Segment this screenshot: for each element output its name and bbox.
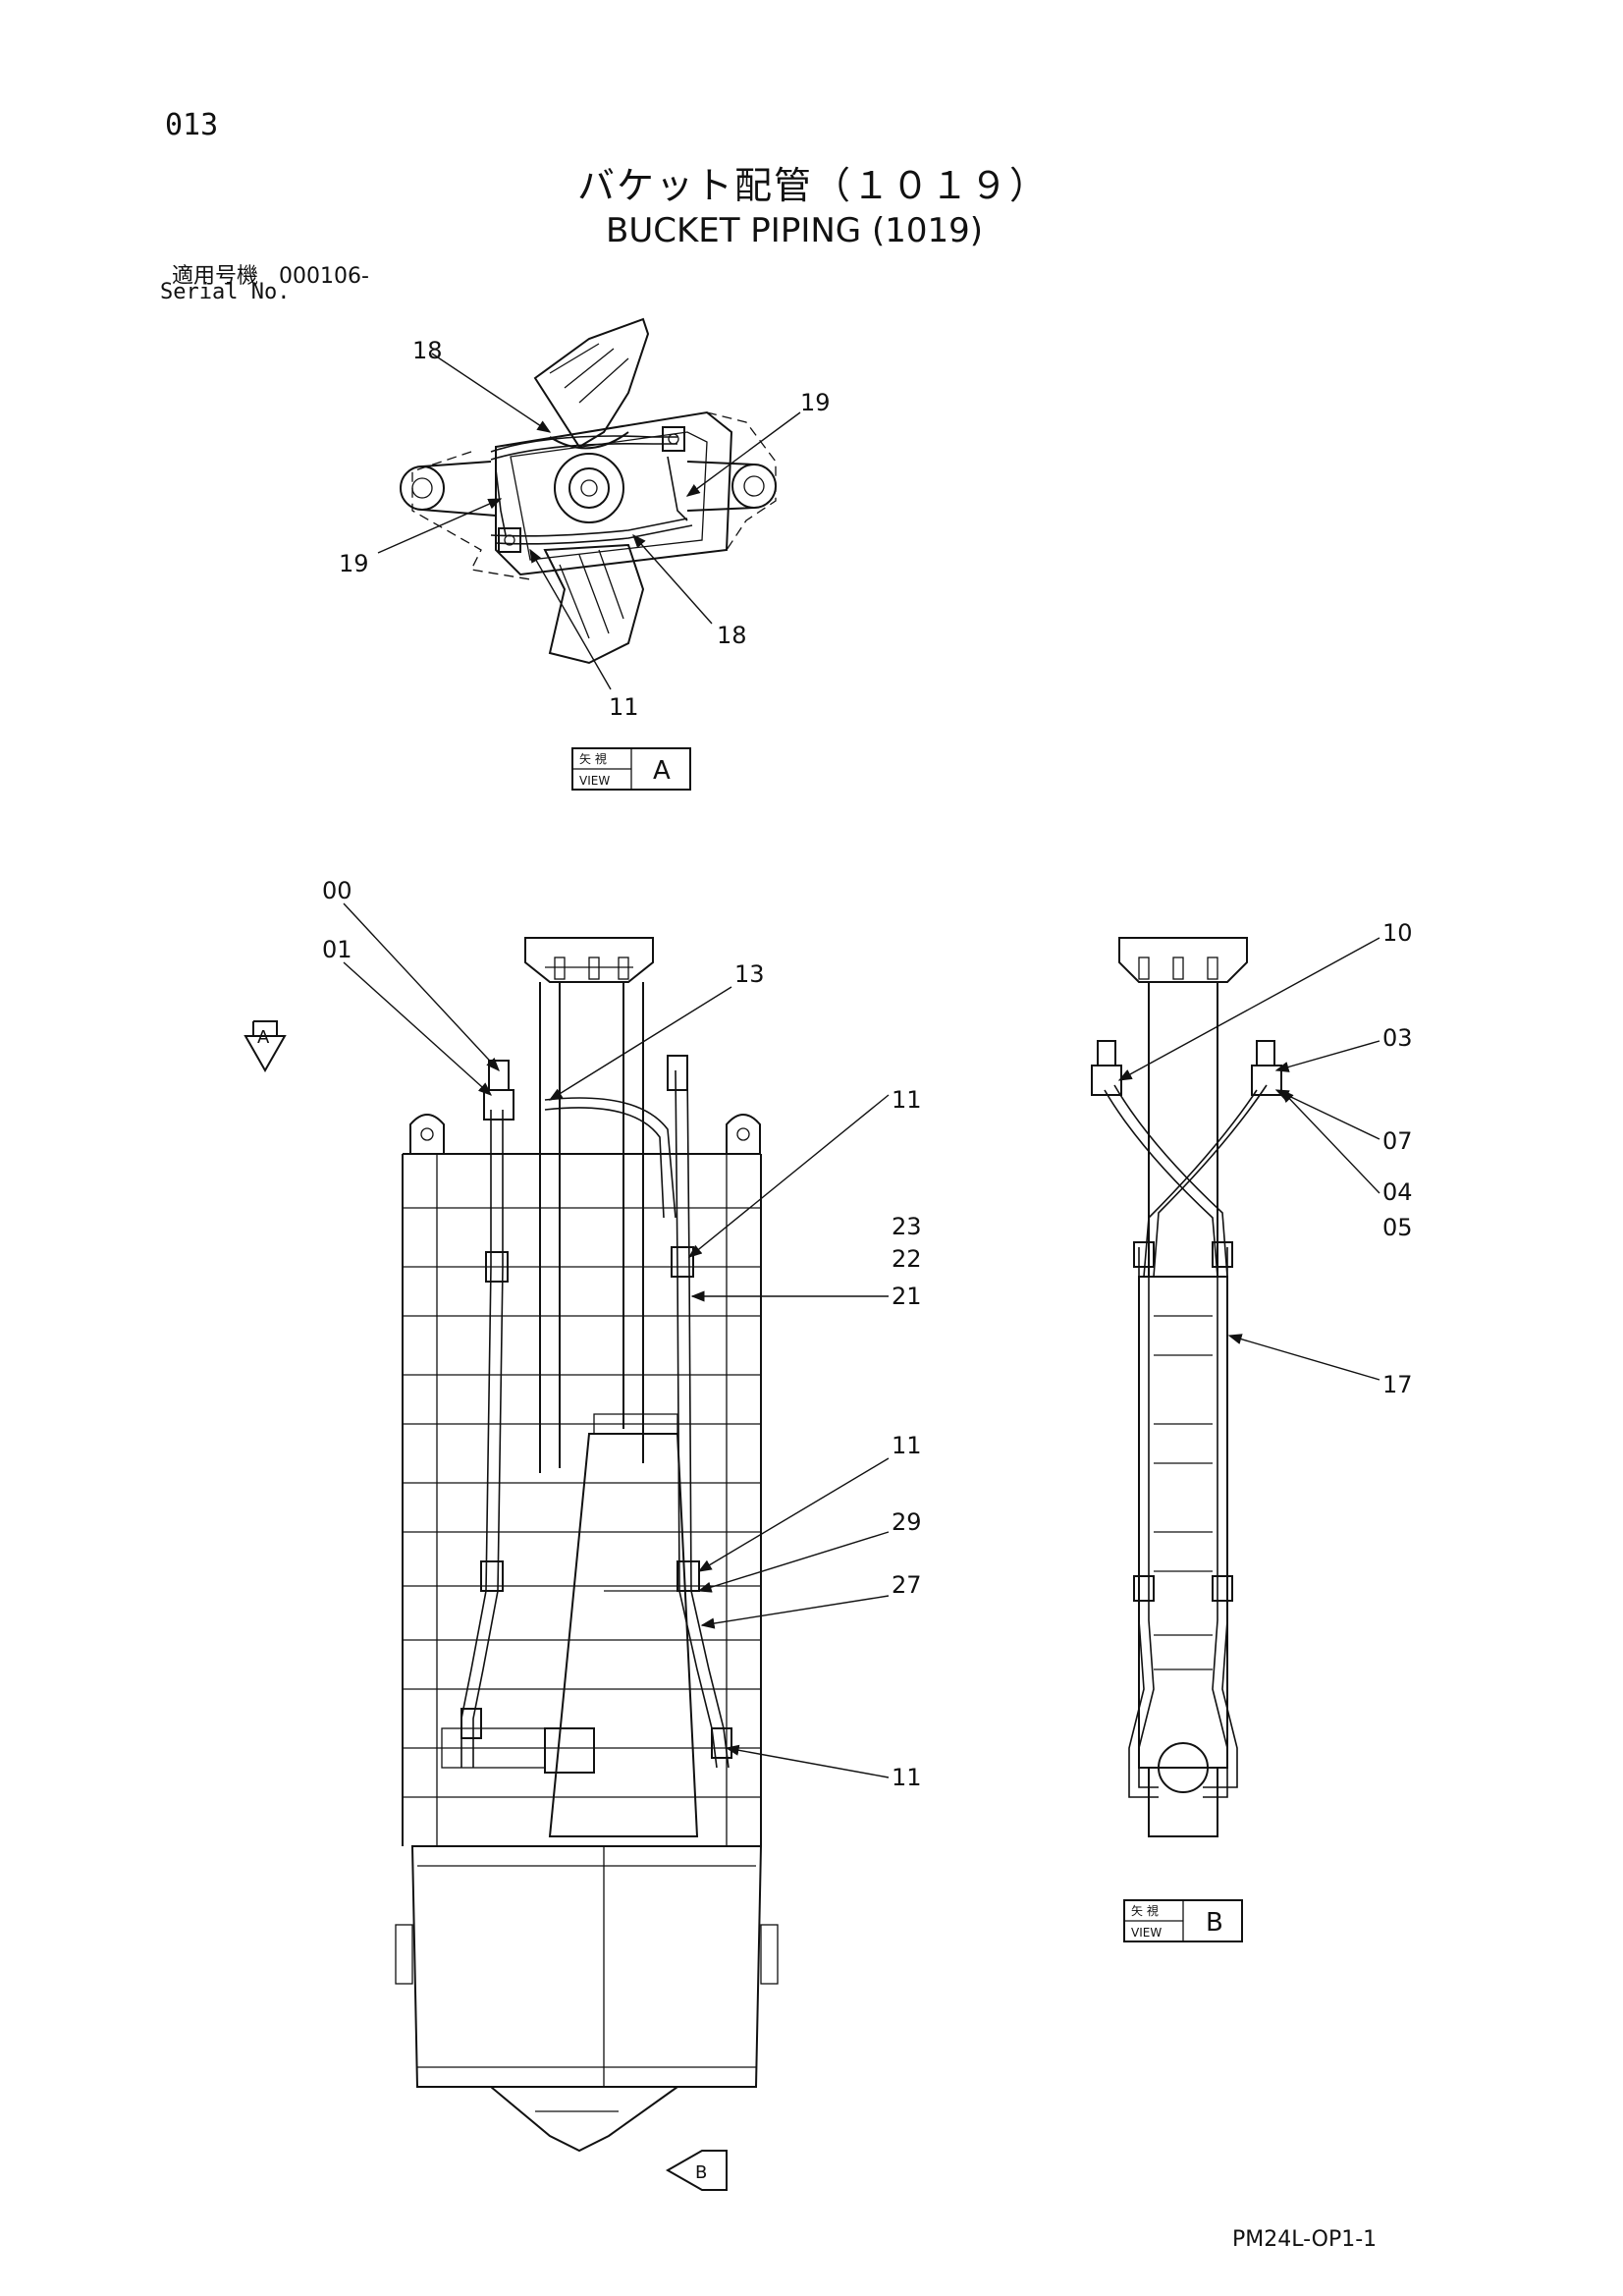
callout-11-front-3: 11 xyxy=(892,1764,922,1791)
page-title-japanese: バケット配管（１０１９） xyxy=(577,164,1050,207)
page-title-english: BUCKET PIPING (1019) xyxy=(606,211,984,250)
view-b-jp: 矢 視 xyxy=(1131,1903,1159,1918)
callout-11-top-view: 11 xyxy=(609,693,639,721)
top-plan-view: 18 19 19 18 11 xyxy=(339,317,831,721)
callout-19-left: 19 xyxy=(339,550,369,577)
view-b-label: 矢 視 VIEW B xyxy=(1123,1899,1243,1942)
serial-label-english: Serial No. xyxy=(160,280,291,304)
callout-11-front-1: 11 xyxy=(892,1086,922,1114)
view-b-letter: B xyxy=(1206,1908,1223,1938)
callout-03: 03 xyxy=(1382,1024,1413,1052)
callout-21: 21 xyxy=(892,1283,922,1310)
document-code: PM24L-OP1-1 xyxy=(1232,2227,1378,2252)
view-a-jp: 矢 視 xyxy=(579,751,607,766)
view-b-arrow-letter: B xyxy=(695,2162,707,2183)
callout-05: 05 xyxy=(1382,1214,1413,1241)
view-b-arrow xyxy=(665,2150,728,2191)
callout-17: 17 xyxy=(1382,1371,1413,1398)
view-a-label: 矢 視 VIEW A xyxy=(571,747,691,791)
view-a-arrow xyxy=(243,1035,287,1073)
callout-13: 13 xyxy=(734,960,765,988)
callout-10: 10 xyxy=(1382,919,1413,947)
callout-00: 00 xyxy=(322,877,352,904)
callout-04: 04 xyxy=(1382,1178,1413,1206)
callout-29: 29 xyxy=(892,1508,922,1536)
view-a-en: VIEW xyxy=(579,774,610,788)
callout-19-right: 19 xyxy=(800,389,831,416)
callout-27: 27 xyxy=(892,1571,922,1599)
callout-23: 23 xyxy=(892,1213,922,1240)
front-view: 00 01 13 11 23 22 21 11 29 27 11 A B xyxy=(243,877,922,2191)
serial-value: 000106- xyxy=(279,264,369,289)
callout-11-front-2: 11 xyxy=(892,1432,922,1459)
serial-label-japanese: 適用号機 000106- xyxy=(172,258,369,290)
callout-22: 22 xyxy=(892,1245,922,1273)
side-view: 10 03 07 04 05 17 xyxy=(1091,919,1413,1837)
callout-18-upper: 18 xyxy=(412,337,443,364)
view-a-arrow-letter: A xyxy=(257,1027,270,1048)
callout-01: 01 xyxy=(322,936,352,963)
view-b-en: VIEW xyxy=(1131,1926,1162,1940)
page-number: 013 xyxy=(165,108,219,142)
callout-07: 07 xyxy=(1382,1127,1413,1155)
view-a-letter: A xyxy=(653,756,671,786)
callout-18-lower: 18 xyxy=(717,622,747,649)
serial-label-jp-text: 適用号機 xyxy=(172,264,259,289)
